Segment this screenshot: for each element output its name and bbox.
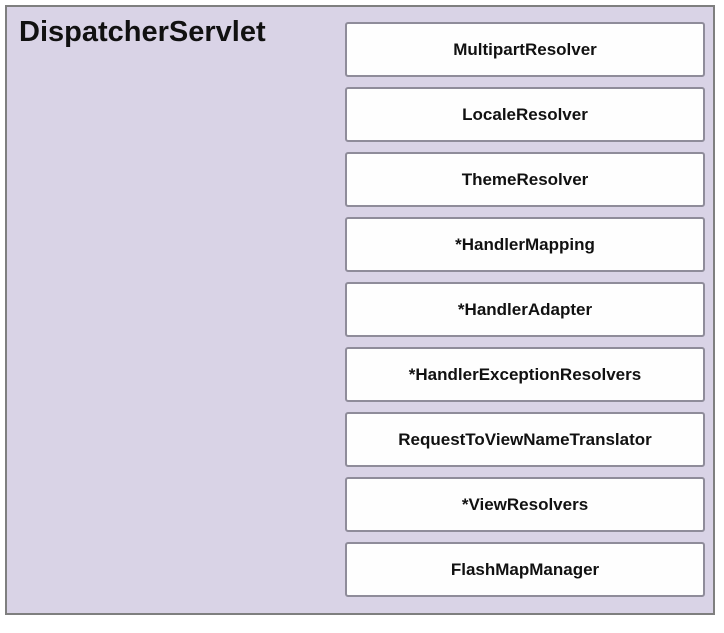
dispatcher-servlet-title: DispatcherServlet — [19, 16, 266, 48]
component-box-label: *HandlerMapping — [455, 234, 595, 254]
component-box-label: *HandlerAdapter — [457, 299, 593, 319]
component-box: FlashMapManager — [345, 542, 705, 597]
component-box: *HandlerAdapter — [345, 282, 705, 337]
component-box: MultipartResolver — [345, 22, 705, 77]
component-box-label: *HandlerExceptionResolvers — [408, 364, 642, 384]
component-box-label: RequestToViewNameTranslator — [398, 429, 652, 449]
dispatcher-servlet-container: DispatcherServlet MultipartResolver Loca… — [5, 5, 715, 615]
component-box-label: MultipartResolver — [453, 39, 597, 59]
component-box: RequestToViewNameTranslator — [345, 412, 705, 467]
component-box-label: LocaleResolver — [462, 104, 588, 124]
component-box: ThemeResolver — [345, 152, 705, 207]
component-box: *ViewResolvers — [345, 477, 705, 532]
component-box-label: FlashMapManager — [450, 559, 600, 579]
component-box: *HandlerMapping — [345, 217, 705, 272]
component-box-label: ThemeResolver — [461, 169, 589, 189]
component-column: MultipartResolver LocaleResolver ThemeRe… — [345, 22, 705, 597]
component-box: LocaleResolver — [345, 87, 705, 142]
component-box-label: *ViewResolvers — [461, 494, 589, 514]
component-box: *HandlerExceptionResolvers — [345, 347, 705, 402]
